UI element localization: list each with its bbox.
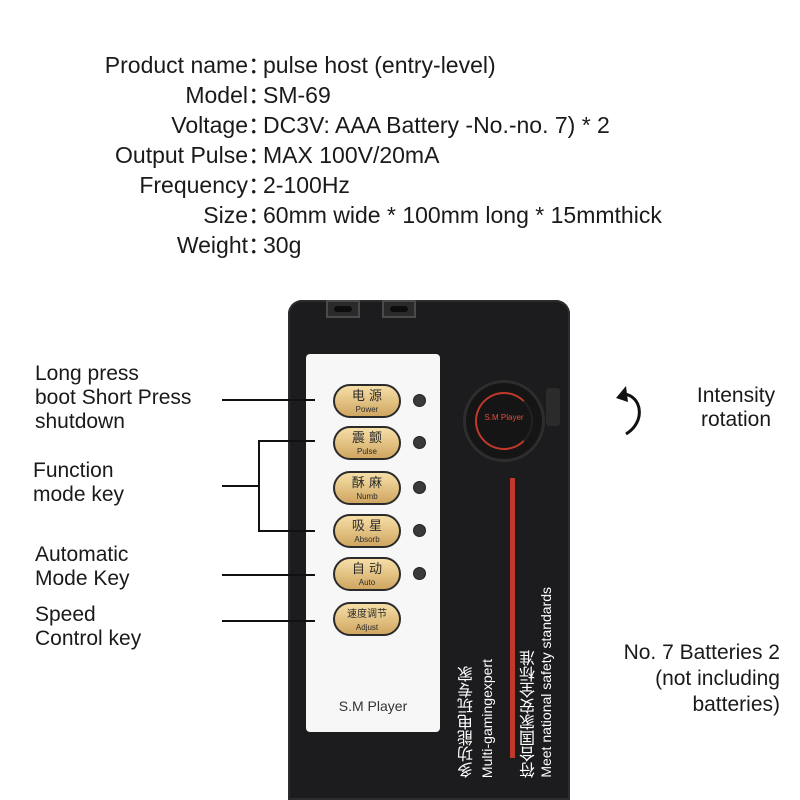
callout-line: batteries) — [692, 693, 780, 716]
spec-row-weight: Weight ： 30g — [0, 230, 800, 260]
brand-label: S.M Player — [338, 698, 408, 714]
spec-colon: ： — [248, 232, 271, 258]
key-label-cn: 吸 星 — [351, 519, 383, 534]
key-label-en: Auto — [358, 578, 376, 587]
power-leader-line — [222, 399, 315, 401]
spec-colon: ： — [248, 142, 271, 168]
key-label-en: Adjust — [355, 623, 379, 632]
pulse-mode-key[interactable]: 震 颤 Pulse — [333, 426, 401, 460]
auto-leader-line — [222, 574, 315, 576]
callout-line: Long press — [35, 362, 139, 385]
callout-line: Intensity — [696, 384, 776, 407]
intensity-callout: Intensity rotation — [686, 384, 786, 432]
function-bracket — [258, 440, 260, 532]
spec-row-model: Model ： SM-69 — [0, 80, 800, 110]
key-label-cn: 电 源 — [351, 389, 383, 404]
knob-brand-label: S.M Player — [484, 413, 524, 422]
callout-line: Automatic — [35, 543, 129, 566]
callout-line: mode key — [33, 483, 125, 506]
spec-colon: ： — [248, 172, 271, 198]
callout-line: Speed — [35, 603, 96, 626]
power-key[interactable]: 电 源 Power — [333, 384, 401, 418]
knob-ring — [475, 392, 533, 450]
callout-line: Function — [33, 459, 114, 482]
numb-mode-key[interactable]: 酥 麻 Numb — [333, 471, 401, 505]
counterclockwise-arrow-icon — [616, 386, 641, 436]
function-leader-line — [222, 485, 260, 487]
slogan-en-2: Meet national safety standards — [538, 587, 554, 778]
spec-value: 30g — [263, 232, 302, 258]
function-bracket-bottom — [258, 530, 315, 532]
key-label-cn: 自 动 — [351, 562, 383, 577]
callout-line: rotation — [700, 408, 772, 431]
spec-row-frequency: Frequency ： 2-100Hz — [0, 170, 800, 200]
auto-callout: Automatic Mode Key — [35, 543, 130, 591]
spec-colon: ： — [248, 112, 271, 138]
spec-row-product-name: Product name ： pulse host (entry-level) — [0, 50, 800, 80]
spec-value: pulse host (entry-level) — [263, 52, 496, 78]
spec-label: Voltage — [171, 112, 248, 138]
control-panel: 电 源 Power 震 颤 Pulse 酥 麻 Numb 吸 星 Absorb … — [306, 354, 440, 732]
callout-line: shutdown — [35, 410, 125, 433]
spec-label: Model — [185, 82, 248, 108]
key-label-en: Numb — [356, 492, 378, 501]
auto-led — [413, 567, 426, 580]
callout-line: boot Short Press — [35, 386, 192, 409]
numb-led — [413, 481, 426, 494]
spec-colon: ： — [248, 52, 271, 78]
spec-label: Weight — [176, 232, 248, 258]
pulse-led — [413, 436, 426, 449]
function-bracket-top — [258, 440, 315, 442]
speed-adjust-key[interactable]: 速度调节 Adjust — [333, 602, 401, 636]
output-port-right — [382, 300, 416, 318]
function-callout: Function mode key — [33, 459, 124, 507]
power-led — [413, 394, 426, 407]
red-divider — [510, 478, 515, 758]
knob-side-wheel[interactable] — [546, 388, 560, 426]
key-label-en: Pulse — [356, 447, 377, 456]
slogan-cn-1: 多功能电玩专家 — [457, 666, 476, 778]
spec-value: MAX 100V/20mA — [263, 142, 440, 168]
auto-mode-key[interactable]: 自 动 Auto — [333, 557, 401, 591]
spec-label: Product name — [104, 52, 248, 78]
key-label-cn: 速度调节 — [347, 609, 387, 620]
spec-row-output-pulse: Output Pulse ： MAX 100V/20mA — [0, 140, 800, 170]
callout-line: Mode Key — [35, 567, 130, 590]
spec-value: 60mm wide * 100mm long * 15mmthick — [263, 202, 662, 228]
key-label-en: Power — [355, 405, 379, 414]
spec-label: Frequency — [139, 172, 248, 198]
key-label-cn: 震 颤 — [351, 431, 383, 446]
callout-line: No. 7 Batteries 2 — [623, 641, 780, 664]
slogan-en-1: Multi-gamingexpert — [479, 658, 495, 778]
battery-note: No. 7 Batteries 2 (not including batteri… — [560, 640, 780, 718]
spec-value: SM-69 — [263, 82, 331, 108]
spec-label: Size — [203, 202, 248, 228]
spec-label: Output Pulse — [115, 142, 248, 168]
speed-callout: Speed Control key — [35, 603, 141, 651]
callout-line: Control key — [35, 627, 142, 650]
spec-colon: ： — [248, 82, 271, 108]
spec-row-voltage: Voltage ： DC3V: AAA Battery -No.-no. 7) … — [0, 110, 800, 140]
intensity-knob[interactable]: S.M Player — [463, 380, 545, 462]
spec-row-size: Size ： 60mm wide * 100mm long * 15mmthic… — [0, 200, 800, 230]
spec-value: 2-100Hz — [263, 172, 350, 198]
key-label-cn: 酥 麻 — [351, 476, 383, 491]
spec-value: DC3V: AAA Battery -No.-no. 7) * 2 — [263, 112, 610, 138]
power-callout: Long press boot Short Press shutdown — [35, 362, 191, 434]
callout-line: (not including — [655, 667, 780, 690]
pulse-device: 电 源 Power 震 颤 Pulse 酥 麻 Numb 吸 星 Absorb … — [288, 300, 570, 800]
output-port-left — [326, 300, 360, 318]
key-label-en: Absorb — [354, 535, 380, 544]
spec-colon: ： — [248, 202, 271, 228]
speed-leader-line — [222, 620, 315, 622]
absorb-mode-key[interactable]: 吸 星 Absorb — [333, 514, 401, 548]
absorb-led — [413, 524, 426, 537]
